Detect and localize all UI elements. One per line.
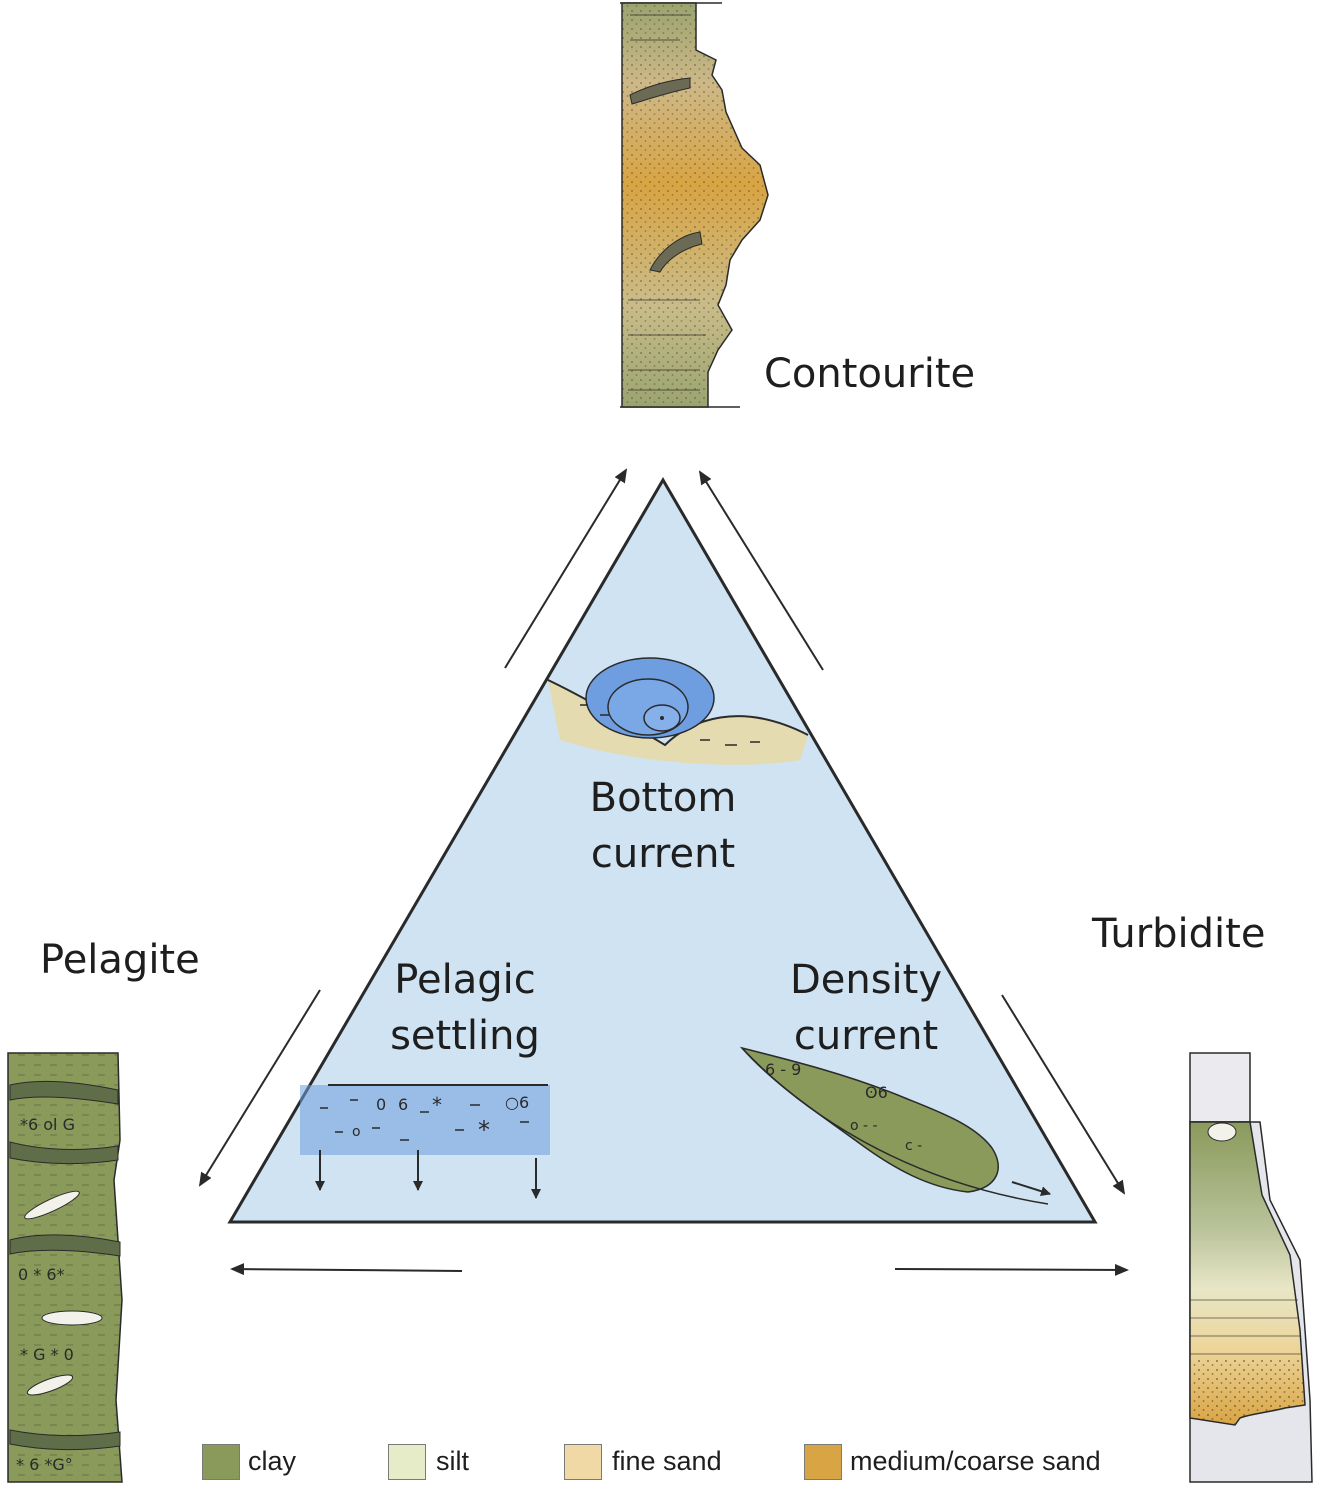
svg-text:o - -: o - - (850, 1118, 878, 1134)
svg-text:6: 6 (398, 1095, 408, 1114)
legend-swatch-silt (388, 1444, 426, 1480)
arrow-to-turbidite (1001, 994, 1126, 1195)
svg-text:*: * (432, 1093, 442, 1117)
legend-swatch-fine-sand (564, 1444, 602, 1480)
pelagic-settling-label: Pelagic settling (365, 952, 565, 1064)
svg-text:o: o (352, 1124, 361, 1140)
density-current-sketch: 6 - 9 ʘ6 o - - c - (739, 1046, 1051, 1205)
svg-text:*6 ol G: *6 ol G (20, 1115, 75, 1134)
svg-text:c -: c - (905, 1138, 922, 1154)
density-current-line1: Density (789, 957, 943, 1003)
legend-swatch-medium-coarse-sand (804, 1444, 842, 1480)
legend: clay silt fine sand medium/coarse sand (0, 1440, 1332, 1484)
svg-text:0 * 6*: 0 * 6* (18, 1265, 65, 1284)
pelagite-label: Pelagite (40, 937, 200, 983)
svg-text:* 6 *G°: * 6 *G° (16, 1455, 73, 1474)
pelagic-settling-sketch: 0 6 * ○6 o * (300, 1084, 550, 1199)
arrow-to-contourite-right (698, 470, 824, 671)
density-current-label: Density current (766, 952, 966, 1064)
legend-label-fine-sand: fine sand (612, 1446, 722, 1476)
svg-text:0: 0 (376, 1095, 386, 1114)
arrow-to-pelagite (198, 989, 321, 1187)
legend-label-silt: silt (436, 1446, 469, 1476)
density-current-line2: current (793, 1013, 939, 1059)
arrow-bottom-right (894, 1263, 1129, 1276)
svg-text:*: * (478, 1116, 490, 1144)
svg-text:○6: ○6 (505, 1093, 529, 1112)
process-triangle: 0 6 * ○6 o * 6 - 9 ʘ6 o - - c - (227, 477, 1098, 1224)
legend-swatch-clay (202, 1444, 240, 1480)
turbidite-label: Turbidite (1092, 911, 1266, 957)
pelagic-settling-line1: Pelagic (394, 957, 536, 1003)
contourite-label: Contourite (764, 351, 976, 397)
bottom-current-sketch (547, 657, 809, 765)
arrow-to-contourite-left (504, 468, 628, 669)
bottom-current-line2: current (590, 831, 736, 877)
bottom-current-label: Bottom current (563, 770, 763, 882)
svg-text:* G * 0: * G * 0 (20, 1345, 74, 1364)
arrow-bottom-left (230, 1263, 463, 1276)
transition-arrows (198, 468, 1129, 1276)
legend-label-clay: clay (248, 1446, 297, 1476)
pelagic-settling-line2: settling (390, 1013, 540, 1059)
pelagite-column: *6 ol G 0 * 6* * G * 0 * 6 *G° (7, 1052, 123, 1483)
bottom-current-line1: Bottom (589, 775, 737, 821)
svg-text:ʘ6: ʘ6 (865, 1083, 888, 1102)
svg-text:6 - 9: 6 - 9 (765, 1060, 801, 1079)
contourite-column (620, 2, 769, 408)
turbidite-column (1189, 1052, 1313, 1483)
legend-label-medium-coarse-sand: medium/coarse sand (850, 1446, 1101, 1476)
